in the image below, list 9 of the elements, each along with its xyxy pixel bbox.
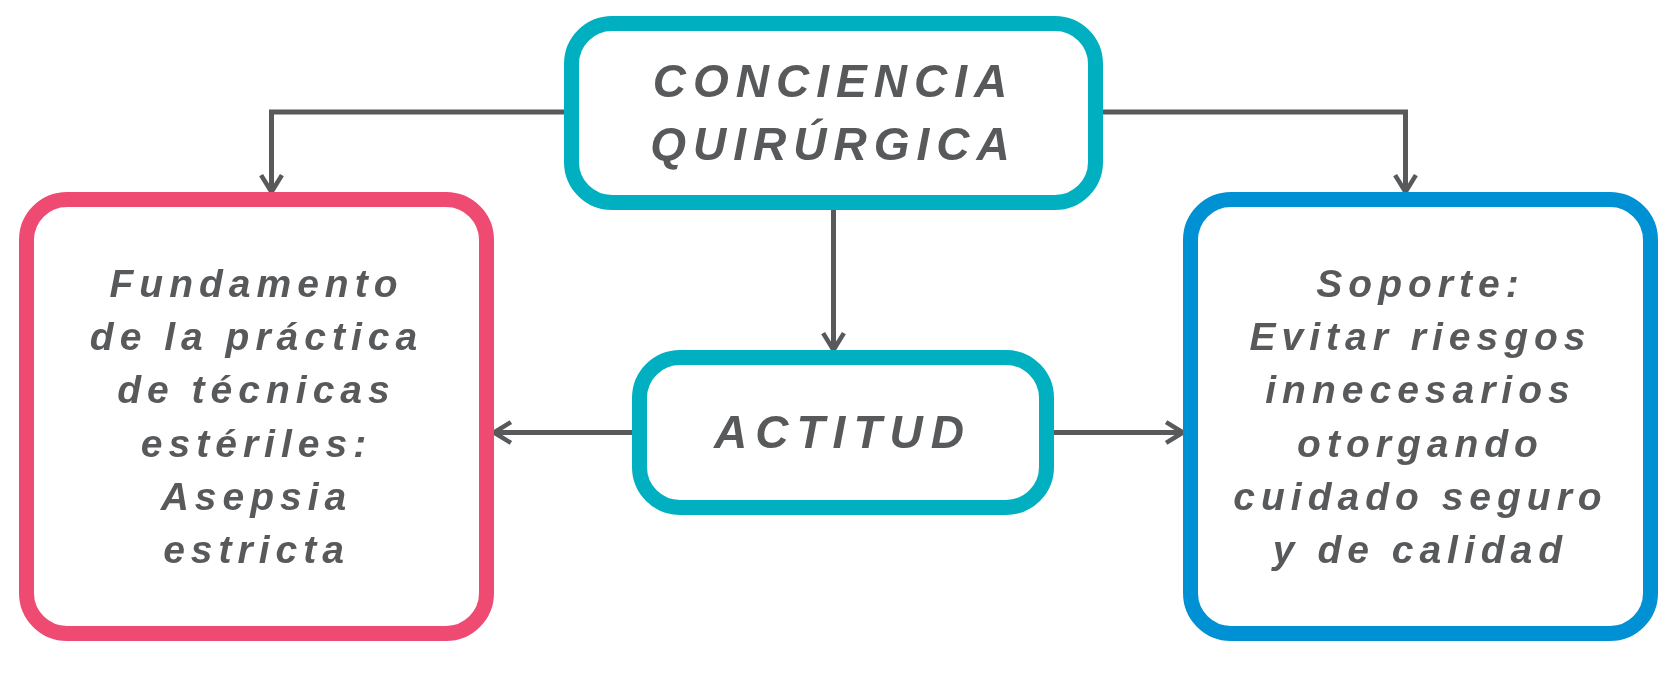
rounded-box xyxy=(1183,192,1658,641)
box-label: Evitar riesgos innecesarios otorgando cuidado seguro y de calidad xyxy=(1232,314,1609,573)
rounded-box xyxy=(632,350,1054,515)
box-label: ACTITUD xyxy=(714,405,972,461)
rounded-box xyxy=(19,192,494,641)
box-label: Fundamento de la práctica de técnicas estériles: Asepsia estricta xyxy=(88,261,425,573)
rounded-box xyxy=(564,16,1103,210)
box-label: Soporte: xyxy=(1316,261,1525,308)
box-label: CONCIENCIA QUIRÚRGICA xyxy=(649,54,1018,172)
